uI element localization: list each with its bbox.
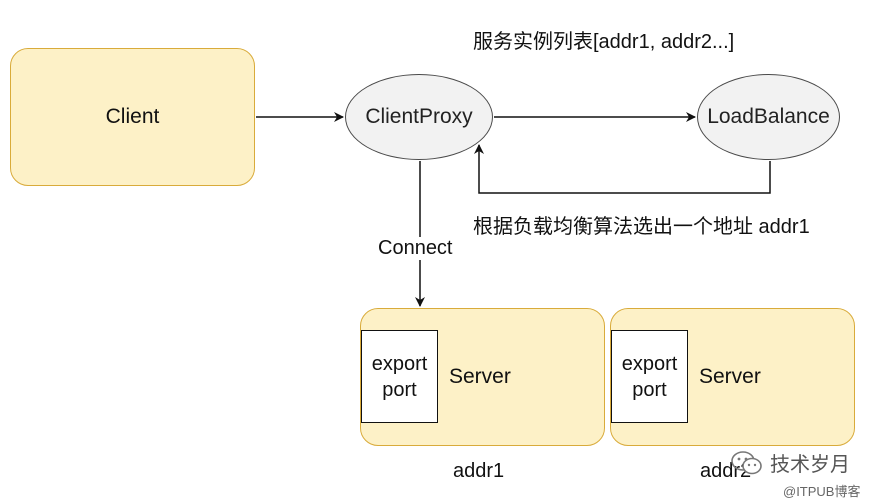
client-proxy-label: ClientProxy: [365, 105, 473, 128]
service-list-label: 服务实例列表[addr1, addr2...]: [473, 31, 735, 53]
edge-loadbalance-to-proxy: [474, 144, 771, 194]
server-label: Server: [449, 365, 511, 388]
addr2-label: addr2: [700, 460, 752, 482]
load-balance-node: LoadBalance: [697, 74, 840, 160]
client-proxy-node: ClientProxy: [345, 74, 493, 160]
client-label: Client: [105, 105, 160, 128]
server-node-addr2: export port Server: [610, 308, 855, 446]
server-node-addr1: export port Server: [360, 308, 605, 446]
client-node: Client: [10, 48, 255, 186]
connect-label: Connect: [376, 237, 455, 260]
export-port-box: export port: [361, 330, 438, 423]
watermark-site: @ITPUB博客: [783, 484, 861, 499]
watermark: 技术岁月: [730, 448, 850, 477]
load-balance-label: LoadBalance: [707, 105, 830, 128]
wechat-icon: [731, 450, 762, 474]
server-label: Server: [699, 365, 761, 388]
watermark-brand: 技术岁月: [770, 454, 850, 476]
load-balance-result-label: 根据负载均衡算法选出一个地址 addr1: [473, 216, 810, 238]
addr1-label: addr1: [453, 460, 505, 482]
export-port-box: export port: [611, 330, 688, 423]
